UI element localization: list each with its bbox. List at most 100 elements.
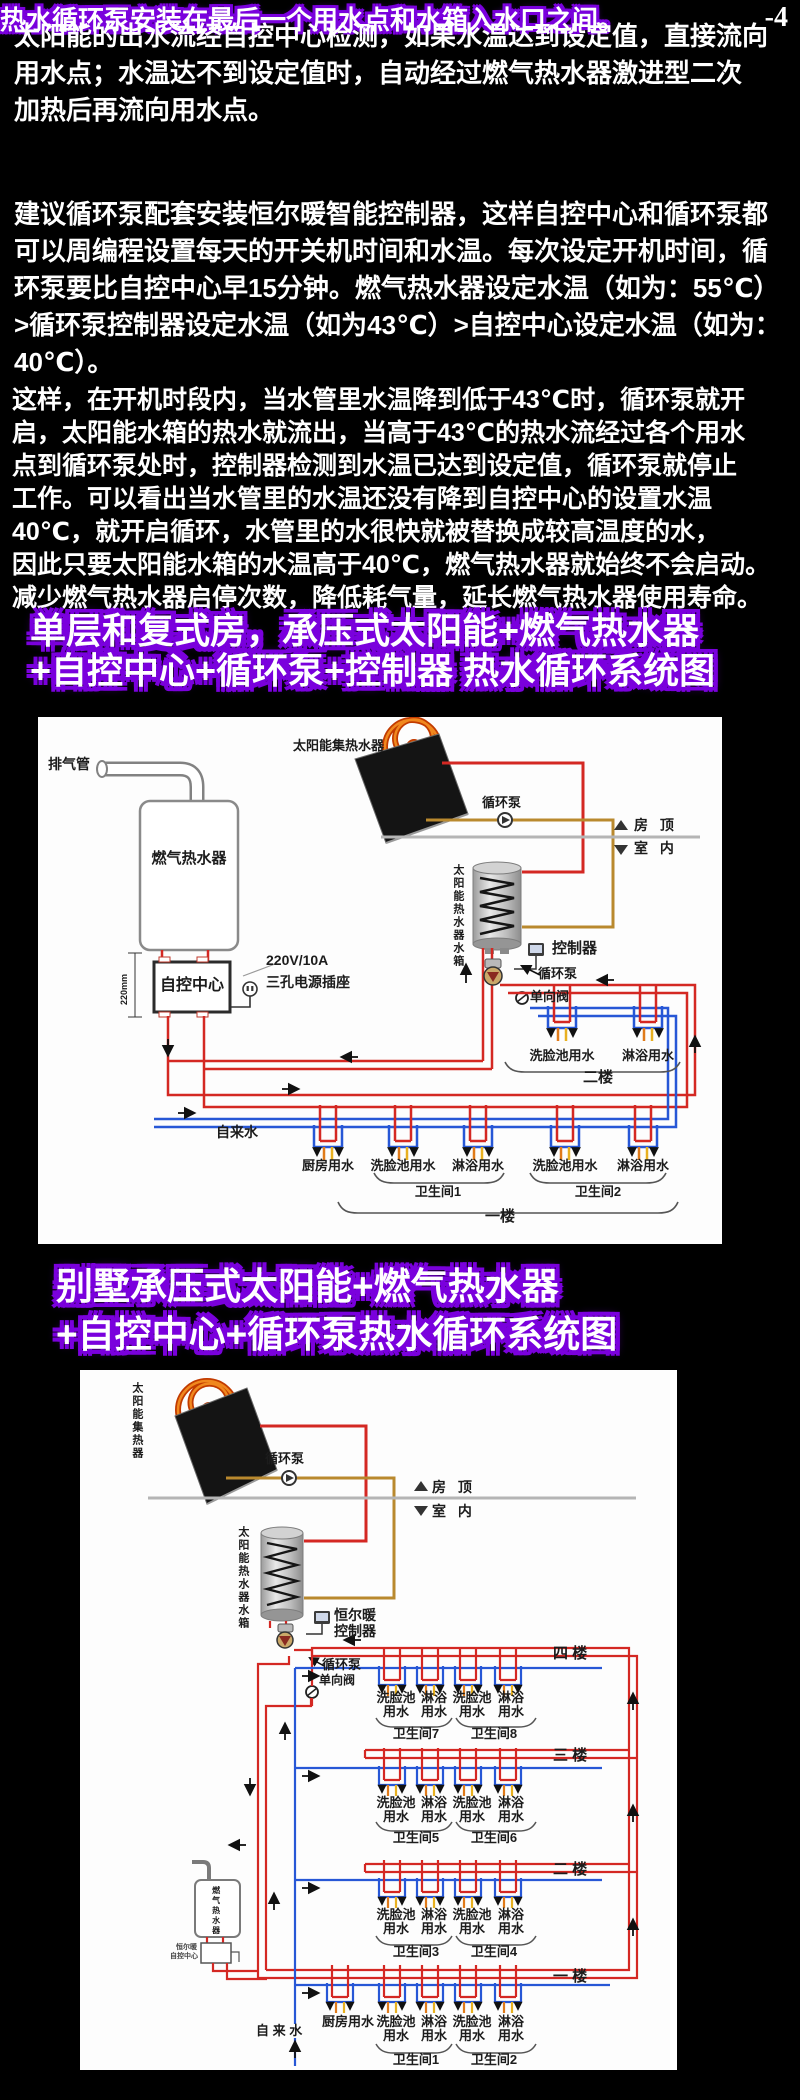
power-label: 220V/10A: [266, 952, 329, 968]
bathroom1-label: 卫生间1: [392, 2052, 440, 2067]
group-braces: [375, 1717, 537, 2054]
bathroom7-label: 卫生间7: [392, 1726, 440, 1741]
highlight-line: 热水循环泵安装在最后一个用水点和水箱入水口之间。: [0, 5, 625, 35]
diagram-villa-system: 太阳能集热器 循环泵 房 顶 室 内 太阳能热水器水箱 恒尔暖 控制器 循环泵 …: [80, 1370, 677, 2070]
basin-label: 洗脸池 用水: [452, 2014, 492, 2044]
control-center-label: 自控中心: [160, 977, 225, 994]
shower-label: 淋浴 用水: [420, 1690, 448, 1720]
basin-label: 洗脸池用水: [370, 1158, 436, 1173]
gas-heater-box: [138, 799, 240, 952]
roof-pump-icon: [497, 812, 513, 828]
check-valve-label: 单向阀: [530, 989, 570, 1004]
dimension-lines: [128, 952, 142, 1018]
bathroom2-label: 卫生间2: [574, 1184, 622, 1199]
paragraph-controller: 建议循环泵配套安装恒尔暖智能控制器，这样自控中心和循环泵都可以周编程设置每天的开…: [14, 199, 781, 377]
roof-pump-label: 循环泵: [482, 795, 522, 810]
kitchen-label: 厨房用水: [301, 1158, 355, 1173]
controller-icon: [314, 1611, 330, 1624]
tank-label: 太阳能热水器水箱: [451, 864, 464, 968]
floor2-label: 二楼: [582, 1069, 614, 1086]
dimension-label: 220mm: [119, 973, 129, 1005]
paragraph-intro: 太阳能的出水流经自控中心检测，如果水温达到设定值，直接流向用水点；水温达不到设定…: [14, 21, 769, 125]
controller-label: 控制器: [552, 940, 598, 957]
gas-heater-box: [192, 1860, 241, 1964]
tap-water-label: 自来水: [216, 1124, 258, 1140]
basin-label: 洗脸池 用水: [376, 1907, 416, 1937]
shower-label: 淋浴 用水: [420, 1795, 448, 1825]
page-number: -4: [764, 2, 788, 33]
roof-up-icon: [614, 820, 628, 830]
floor2-label: 二 楼: [553, 1861, 588, 1878]
collector-label: 太阳能集热器: [130, 1382, 143, 1460]
flow-arrows: [161, 973, 702, 1120]
shower-label: 淋浴 用水: [497, 1795, 525, 1825]
bathroom1-label: 卫生间1: [414, 1184, 462, 1199]
heater-control-box: [200, 1942, 232, 1964]
shower-label: 淋浴用水: [616, 1158, 670, 1173]
shower-label: 淋浴 用水: [497, 1907, 525, 1937]
indoor-down-icon: [614, 845, 628, 855]
socket-label: 三孔电源插座: [266, 974, 350, 990]
roof-label: 房 顶: [634, 817, 678, 833]
hot-pipe-collector: [260, 1424, 368, 1543]
roof-label: 房 顶: [432, 1479, 476, 1495]
solar-panel-icon: [174, 1387, 278, 1505]
shower-label: 淋浴 用水: [497, 2014, 525, 2044]
shower-label: 淋浴 用水: [420, 2014, 448, 2044]
roof-pump-icon: [281, 1470, 297, 1486]
bathroom8-label: 卫生间8: [470, 1726, 518, 1741]
check-valve-label: 单向阀: [319, 1673, 356, 1687]
check-valve-icon: [305, 1685, 319, 1699]
indoor-label: 室 内: [432, 1503, 476, 1519]
indoor-label: 室 内: [634, 840, 678, 856]
circ-pump-label: 循环泵: [538, 966, 578, 981]
cold-pipes: [154, 1006, 678, 1129]
basin-label: 洗脸池用水: [532, 1158, 598, 1173]
hot-pipes: [166, 983, 697, 1109]
power-plug-icon: [242, 981, 258, 997]
group-braces: [337, 1061, 681, 1214]
basin-label: 洗脸池 用水: [452, 1690, 492, 1720]
exhaust-label: 排气管: [48, 756, 90, 772]
basin-label: 洗脸池 用水: [376, 1690, 416, 1720]
gas-heater-label: 燃气热水器: [211, 1886, 221, 1936]
basin-label: 洗脸池 用水: [376, 2014, 416, 2044]
roof-pump-label: 循环泵: [265, 1451, 305, 1466]
basin-label: 洗脸池用水: [529, 1048, 595, 1063]
solar-tank-icon: [259, 1525, 305, 1623]
bathroom2-label: 卫生间2: [470, 2052, 518, 2067]
floor4-label: 四 楼: [553, 1645, 588, 1662]
indoor-down-icon: [414, 1506, 428, 1516]
collector-label: 太阳能集热水器: [293, 738, 385, 753]
control-center-box: [152, 956, 232, 1018]
solar-tank-icon: [471, 860, 523, 956]
flow-arrows: [227, 1633, 640, 2058]
shower-label: 淋浴用水: [621, 1048, 675, 1063]
diagram-single-floor-system: 排气管 燃气热水器 太阳能集热水器 循环泵 房 顶 室 内 太阳能热水器水箱 控…: [38, 717, 722, 1244]
circ-pump-label: 循环泵: [322, 1657, 362, 1672]
heading-diagram2: 别墅承压式太阳能+燃气热水器+自控中心+循环泵热水循环系统图: [56, 1266, 618, 1355]
bathroom3-label: 卫生间3: [392, 1944, 440, 1959]
basin-label: 洗脸池 用水: [376, 1795, 416, 1825]
paragraph-operation: 这样，在开机时段内，当水管里水温降到低于43℃时，循环泵就开启，太阳能水箱的热水…: [12, 386, 771, 612]
shower-label: 淋浴 用水: [420, 1907, 448, 1937]
heater-control-label1: 恒尔暖: [176, 1944, 197, 1951]
bathroom4-label: 卫生间4: [470, 1944, 518, 1959]
solar-return-pipe: [426, 818, 615, 929]
diagram1-schematic: [96, 717, 702, 1214]
heater-control-label2: 自控中心: [170, 1953, 198, 1960]
controller-icon: [528, 943, 544, 956]
diagram2-schematic: [148, 1370, 640, 2066]
floor1-label: 一 楼: [553, 1968, 588, 1985]
basin-label: 洗脸池 用水: [452, 1795, 492, 1825]
bathroom6-label: 卫生间6: [470, 1830, 518, 1845]
gas-heater-label: 燃气热水器: [151, 850, 227, 867]
bathroom5-label: 卫生间5: [392, 1830, 440, 1845]
floor1-label: 一楼: [484, 1208, 516, 1225]
basin-label: 洗脸池 用水: [452, 1907, 492, 1937]
roof-up-icon: [414, 1481, 428, 1491]
shower-label: 淋浴用水: [451, 1158, 505, 1173]
shower-label: 淋浴 用水: [497, 1690, 525, 1720]
controller-label: 控制器: [334, 1623, 376, 1639]
